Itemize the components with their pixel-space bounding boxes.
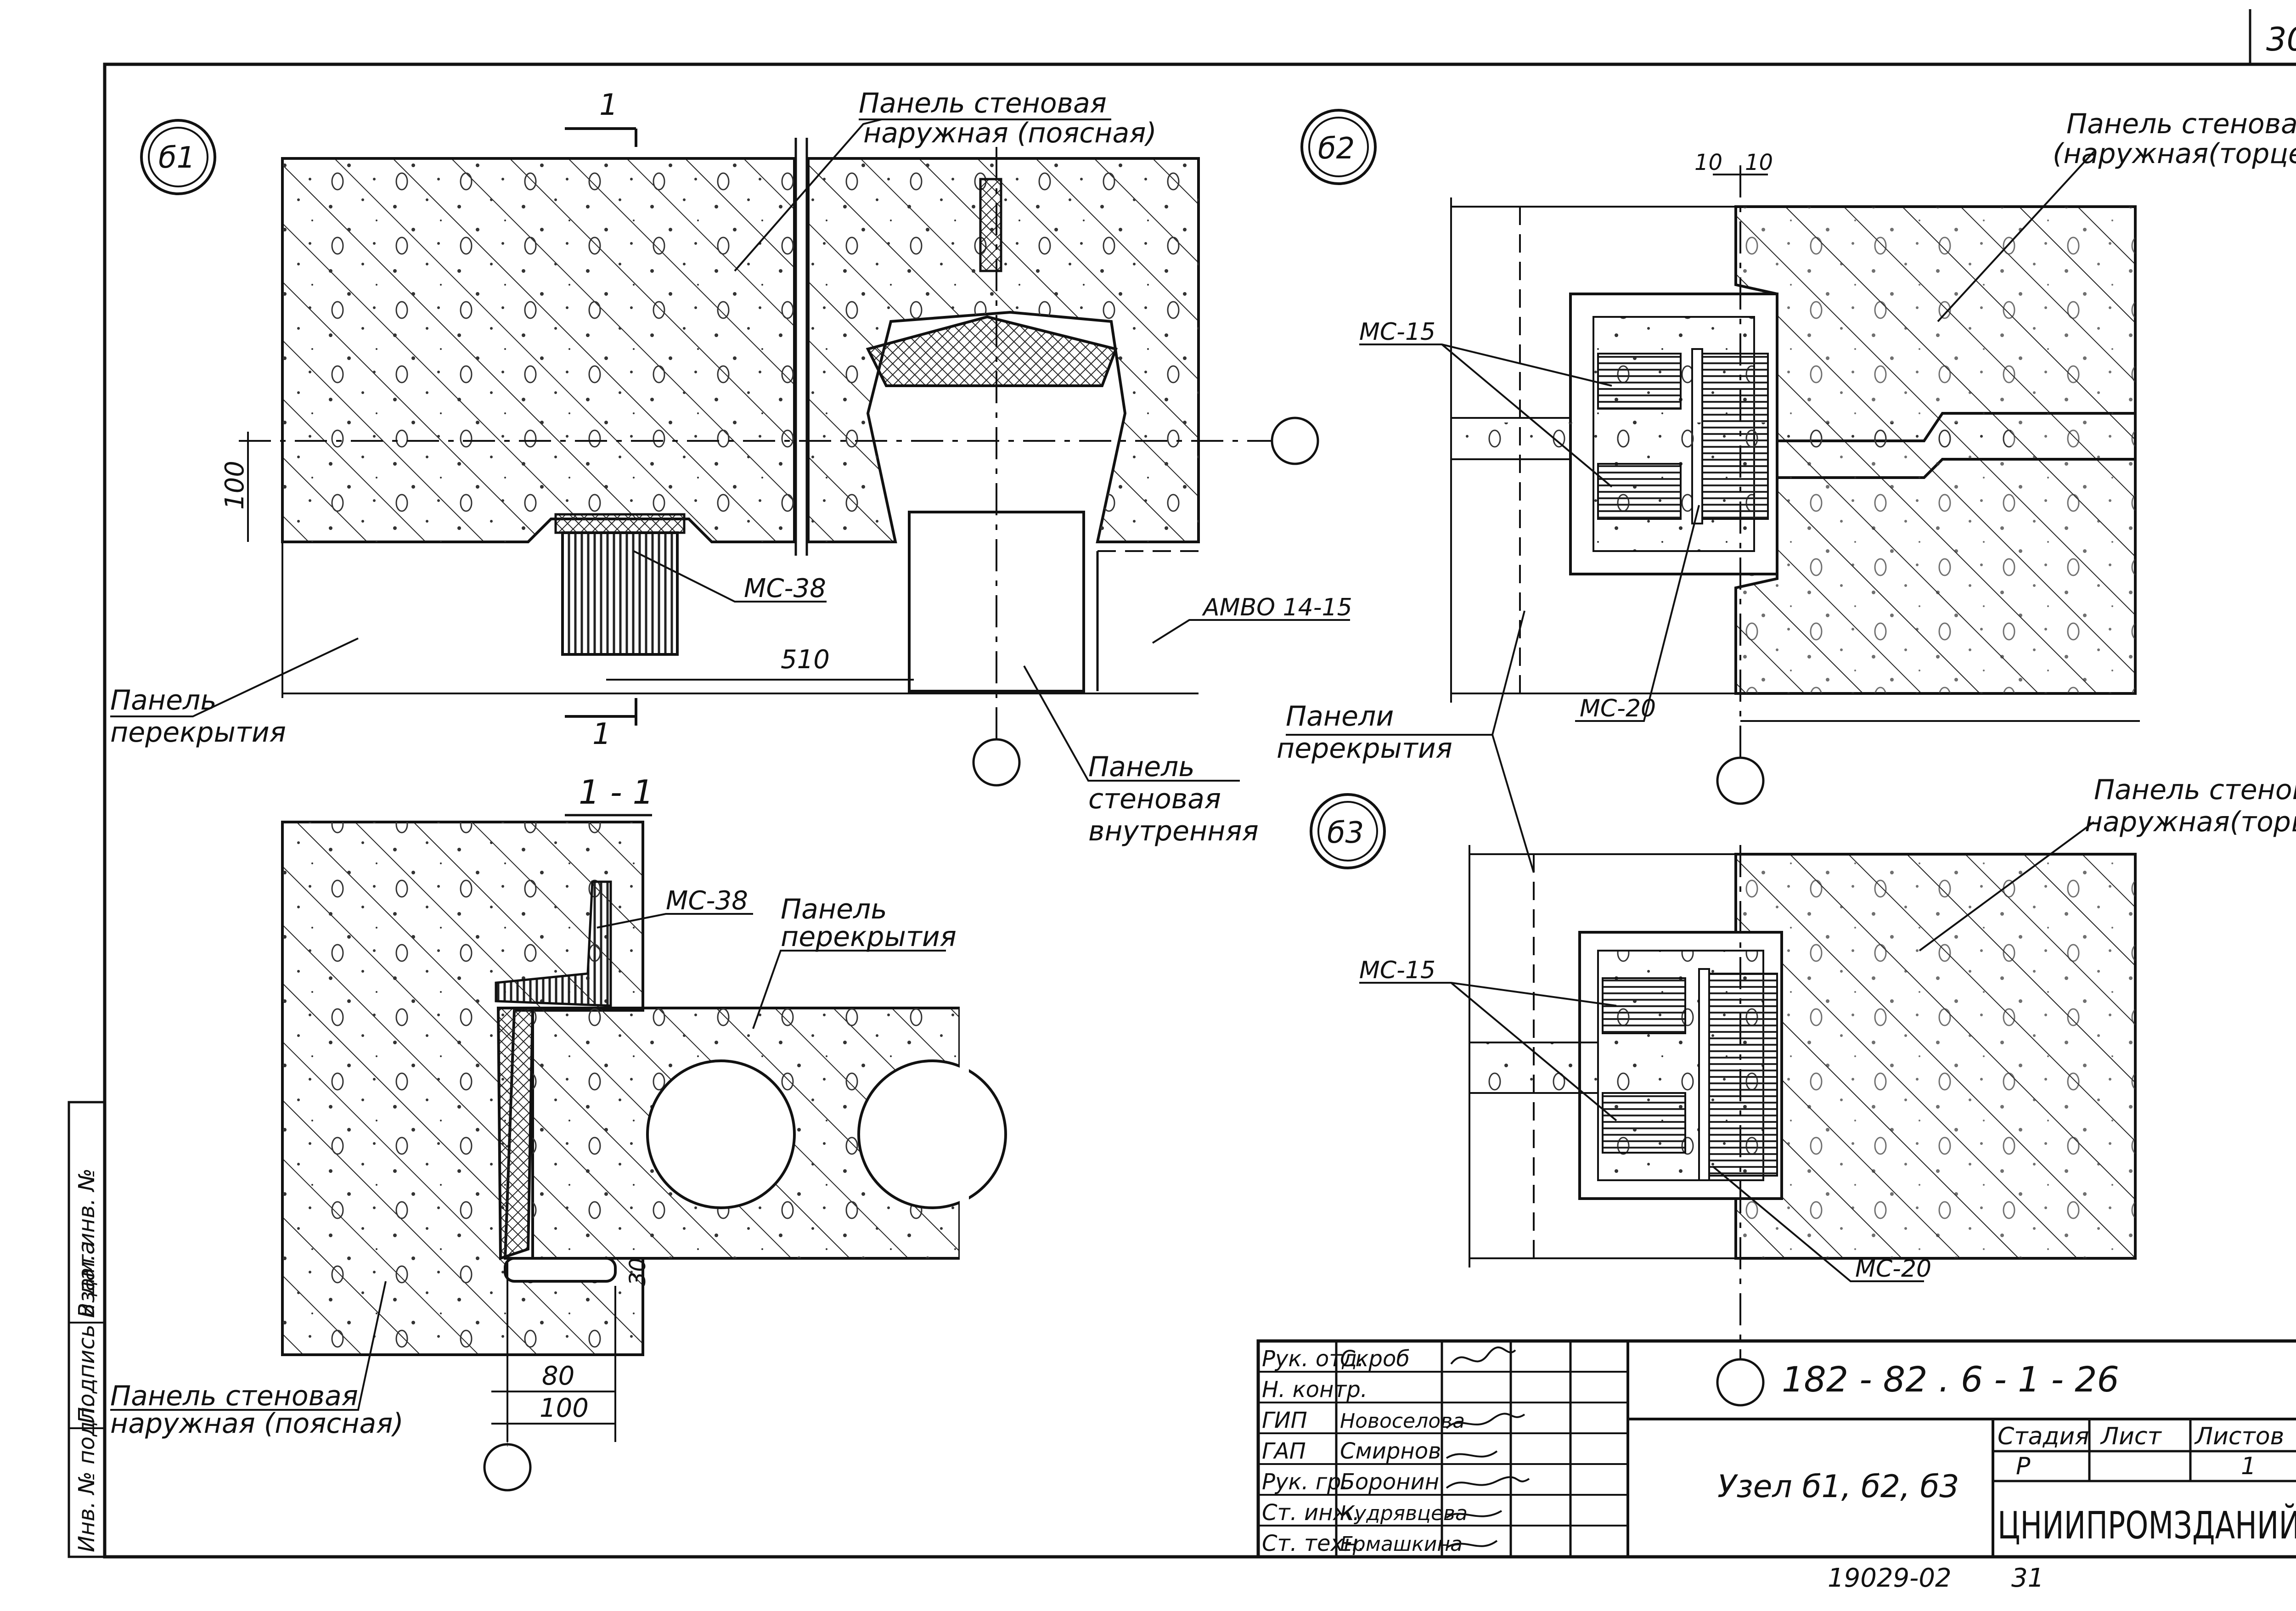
b2-dim-10b: 10 <box>1745 150 1773 175</box>
label-outer-panel-2: наружная (поясная) <box>863 117 1157 149</box>
label-b2-panel-2: (наружная(торцевая) <box>2053 138 2296 170</box>
signature-4 <box>1446 1476 1530 1489</box>
tb-name-0: Скроб <box>1340 1346 1410 1372</box>
tb-name-6: Ермашкина <box>1340 1532 1463 1556</box>
signature-6 <box>1446 1540 1498 1549</box>
section-title: 1 - 1 <box>579 773 653 811</box>
section-seal <box>496 1007 535 1261</box>
mark-mc38-section: МС-38 <box>666 886 748 916</box>
detail-marker-b2 <box>1300 109 1377 185</box>
detail-marker-b3 <box>1310 793 1386 869</box>
tb-stage-header: Стадия <box>1998 1423 2089 1450</box>
detail-marker-b1-label: б1 <box>158 141 195 175</box>
side-stamp-inv: Инв. № подл. <box>74 1400 100 1552</box>
label-slab-b1-2: перекрытия <box>110 716 286 749</box>
tb-name-4: Боронин <box>1340 1469 1439 1495</box>
label-b3-panel-2: наружная(торцевая) <box>2085 806 2296 838</box>
tb-bottom-right: 31 <box>2011 1563 2044 1593</box>
label-b3-panels-2: перекрытия <box>1277 732 1452 765</box>
label-slab-section-2: перекрытия <box>781 921 957 953</box>
tb-role-5: Ст. инж. <box>1262 1500 1360 1526</box>
label-slab-section-1: Панель <box>781 893 887 925</box>
side-stamp-replace: Взам. инв. № <box>74 1168 100 1318</box>
axis-bubble-b1-bottom <box>972 738 1021 787</box>
signature-5 <box>1446 1510 1503 1519</box>
detail-marker-b2-label: б2 <box>1318 132 1355 166</box>
mark-mc20-b3: МС-20 <box>1855 1255 1931 1283</box>
axis-bubble-section <box>483 1443 532 1492</box>
label-b3-panels-1: Панели <box>1286 700 1394 732</box>
tb-bottom-left: 19029-02 <box>1828 1563 1952 1593</box>
detail-marker-b1 <box>140 119 216 195</box>
b3-bolt-lower <box>1602 1092 1686 1154</box>
tb-stage-value: Р <box>2016 1453 2031 1480</box>
section-bracket-mc38 <box>495 880 612 1007</box>
sheet-frame <box>103 62 2296 1559</box>
section-mark-top: 1 <box>599 88 618 122</box>
label-b2-panel-1: Панель стеновая <box>2066 108 2296 140</box>
b3-plate <box>1707 973 1778 1177</box>
section-mark-bottom: 1 <box>592 717 611 751</box>
label-wall-section-2: наружная (поясная) <box>110 1408 404 1440</box>
detail-b2: б2 10 10 МС-15 МС-20 Панель стеновая (на… <box>1300 108 2296 805</box>
page-number: 30 <box>2266 21 2296 58</box>
mark-mc15-b3: МС-15 <box>1359 957 1435 984</box>
b2-bolt-lower <box>1597 463 1682 520</box>
section-1-1: 1 - 1 80 100 30 МС-38 Панель перекрытия … <box>110 773 1007 1492</box>
tb-name-2: Новоселова <box>1340 1409 1465 1433</box>
tb-name-3: Смирнов <box>1340 1438 1441 1464</box>
detail-b1: б1 1 1 100 51 <box>110 87 1352 847</box>
signature-2 <box>1446 1413 1525 1429</box>
mark-mc20-b2: МС-20 <box>1580 695 1656 722</box>
bracket-mc38 <box>561 531 679 656</box>
tb-sheets-value: 1 <box>2241 1453 2256 1480</box>
dim-510: 510 <box>781 645 830 675</box>
tb-sheet-title: Узел б1, б2, б3 <box>1717 1469 1959 1505</box>
joint-insert <box>866 315 1118 387</box>
section-dim-80: 80 <box>542 1361 574 1391</box>
title-block: Рук. отд. Н. контр. ГИП ГАП Рук. гр. Ст.… <box>1256 1339 2296 1593</box>
tb-role-4: Рук. гр. <box>1262 1469 1348 1495</box>
detail-marker-b3-label: б3 <box>1327 816 1364 850</box>
b2-dim-10a: 10 <box>1694 150 1722 175</box>
tb-role-3: ГАП <box>1262 1438 1306 1464</box>
label-inner-panel-1: Панель <box>1088 751 1195 783</box>
section-dim-30: 30 <box>625 1258 651 1286</box>
mark-mc15-b2: МС-15 <box>1359 318 1435 346</box>
label-inner-panel-2: стеновая <box>1088 783 1221 815</box>
label-b3-panel-1: Панель стеновая <box>2094 774 2296 806</box>
tb-organization: ЦНИИПРОМЗДАНИЙ <box>1998 1503 2296 1548</box>
tb-role-2: ГИП <box>1262 1408 1307 1433</box>
side-stamp: Инв. № подл. Подпись и дата Взам. инв. № <box>68 1101 106 1558</box>
tb-name-5: Кудрявцева <box>1340 1502 1468 1525</box>
axis-bubble-b3 <box>1716 1358 1765 1407</box>
axis-bubble-b1-right <box>1271 417 1319 465</box>
mark-mc38-b1: МС-38 <box>744 574 826 603</box>
signature-3 <box>1446 1450 1498 1459</box>
tb-sheets-header: Листов <box>2194 1423 2284 1450</box>
b2-bolt-upper <box>1597 353 1682 410</box>
tb-role-1: Н. контр. <box>1262 1377 1367 1403</box>
label-slab-b1-1: Панель <box>110 684 217 716</box>
detail-b3: б3 МС-15 МС-20 Панель стеновая наружная(… <box>1277 610 2296 1407</box>
label-outer-panel-1: Панель стеновая <box>859 87 1107 119</box>
section-dim-100: 100 <box>540 1393 589 1423</box>
tb-role-6: Ст. техн. <box>1262 1531 1365 1556</box>
side-stamp-sign: Подпись и дата <box>74 1241 100 1424</box>
label-wall-section-1: Панель стеновая <box>110 1380 358 1412</box>
mark-amvo: АМВО 14-15 <box>1202 594 1352 621</box>
signature-0 <box>1450 1346 1516 1365</box>
slab-void-1 <box>646 1059 796 1209</box>
label-inner-panel-3: внутренняя <box>1088 815 1259 847</box>
slab-void-2 <box>857 1059 1007 1209</box>
dim-100: 100 <box>220 461 250 510</box>
tb-role-0: Рук. отд. <box>1262 1346 1364 1372</box>
joint-gasket <box>979 178 1002 272</box>
axis-bubble-b2 <box>1716 756 1765 805</box>
tb-doc-code: 182 - 82 . 6 - 1 - 26 <box>1782 1359 2119 1400</box>
tb-sheet-header: Лист <box>2100 1423 2162 1450</box>
